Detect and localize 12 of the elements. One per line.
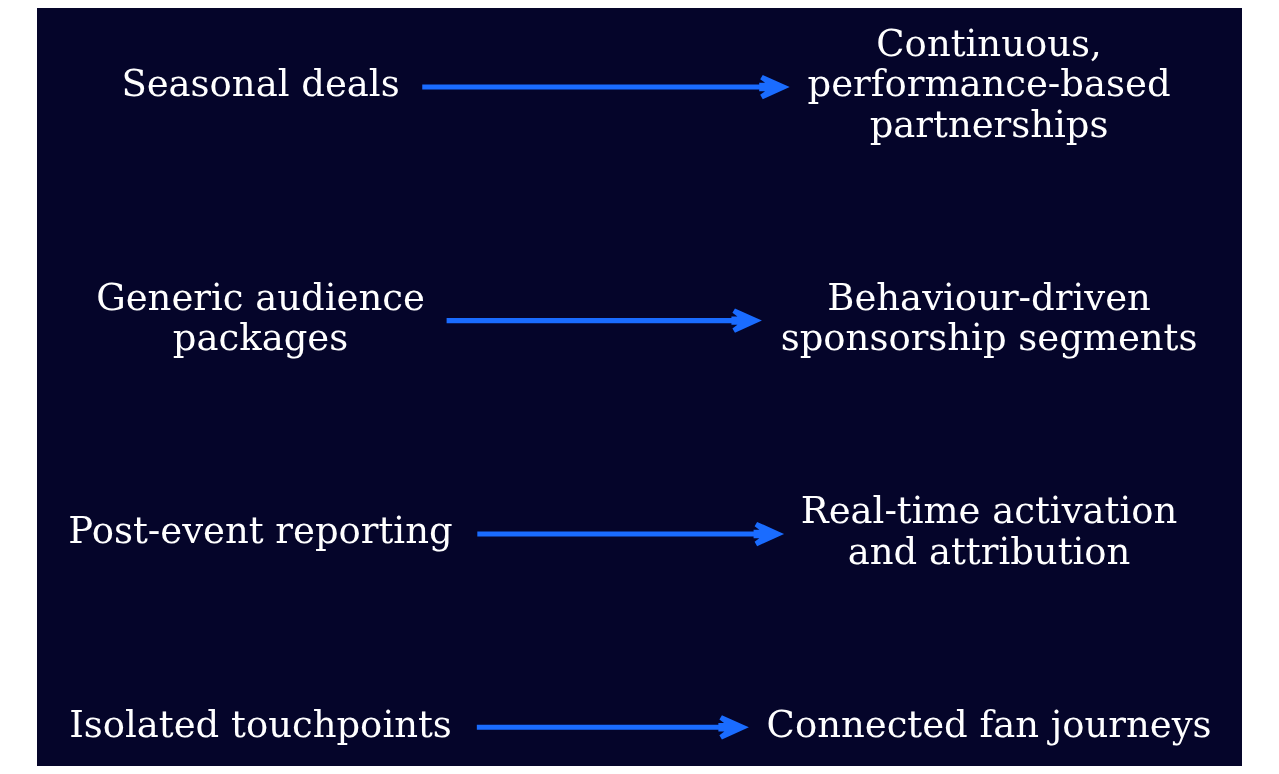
arrow <box>477 521 781 547</box>
node-text: Isolated touchpoints <box>69 702 452 746</box>
arrow <box>476 714 746 740</box>
node-text: Connected fan journeys <box>766 702 1212 746</box>
node-text: Generic audience packages <box>96 275 425 360</box>
node-text: Post-event reporting <box>68 509 453 553</box>
node-text: Seasonal deals <box>121 62 400 106</box>
node-text: Real-time activation and attribution <box>800 489 1178 573</box>
node-text: Behaviour-driven sponsorship segments <box>780 275 1198 360</box>
arrow <box>422 74 787 100</box>
arrow <box>446 308 759 333</box>
node-text: Continuous, performance-based partnerships <box>807 22 1171 146</box>
